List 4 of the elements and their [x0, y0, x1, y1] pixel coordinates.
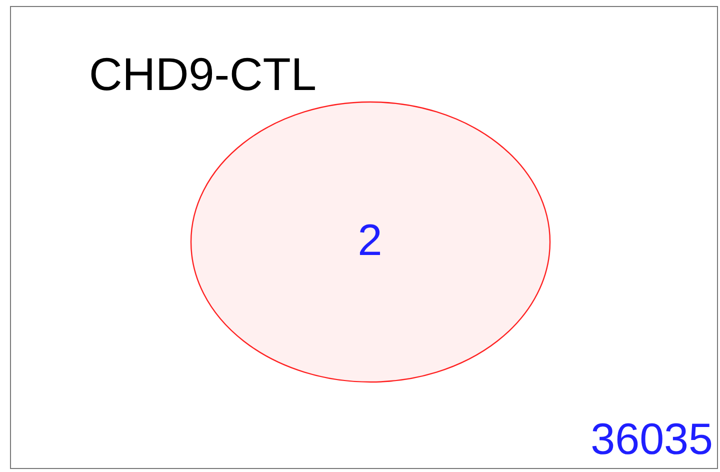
- outside-count-label: 36035: [590, 418, 713, 462]
- set-label: CHD9-CTL: [89, 51, 316, 97]
- count-label: 2: [356, 219, 384, 263]
- universe-box: [10, 6, 718, 469]
